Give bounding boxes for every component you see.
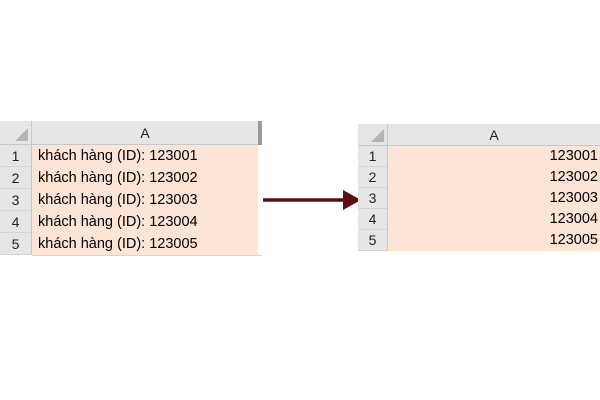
select-all-corner[interactable] — [358, 124, 388, 146]
column-header-a[interactable]: A — [32, 121, 258, 145]
arrow-head — [343, 190, 361, 210]
column-header-edge — [258, 121, 262, 145]
cell-a2[interactable]: 123002 — [388, 167, 600, 188]
row-header-1[interactable]: 1 — [0, 145, 32, 167]
row-6-edge — [32, 255, 262, 256]
row-header-4[interactable]: 4 — [0, 211, 32, 233]
row-header-3[interactable]: 3 — [358, 188, 388, 209]
select-all-triangle-icon — [15, 128, 28, 141]
row-header-5[interactable]: 5 — [358, 230, 388, 251]
cell-a1[interactable]: 123001 — [388, 146, 600, 167]
row-header-1[interactable]: 1 — [358, 146, 388, 167]
row-header-3[interactable]: 3 — [0, 189, 32, 211]
source-sheet: A 1 khách hàng (ID): 123001 2 khách hàng… — [0, 121, 262, 259]
cell-a1[interactable]: khách hàng (ID): 123001 — [32, 145, 258, 167]
column-header-a[interactable]: A — [388, 124, 600, 146]
cell-a3[interactable]: khách hàng (ID): 123003 — [32, 189, 258, 211]
cell-a4[interactable]: 123004 — [388, 209, 600, 230]
select-all-corner[interactable] — [0, 121, 32, 145]
cell-a2[interactable]: khách hàng (ID): 123002 — [32, 167, 258, 189]
row-header-2[interactable]: 2 — [358, 167, 388, 188]
select-all-triangle-icon — [371, 129, 384, 142]
cell-a3[interactable]: 123003 — [388, 188, 600, 209]
transform-arrow-icon — [263, 190, 361, 210]
result-sheet: A 1 123001 2 123002 3 123003 4 123004 5 … — [358, 124, 600, 252]
row-header-5[interactable]: 5 — [0, 233, 32, 255]
row-header-4[interactable]: 4 — [358, 209, 388, 230]
cell-a5[interactable]: khách hàng (ID): 123005 — [32, 233, 258, 255]
row-header-2[interactable]: 2 — [0, 167, 32, 189]
cell-a5[interactable]: 123005 — [388, 230, 600, 251]
cell-a4[interactable]: khách hàng (ID): 123004 — [32, 211, 258, 233]
